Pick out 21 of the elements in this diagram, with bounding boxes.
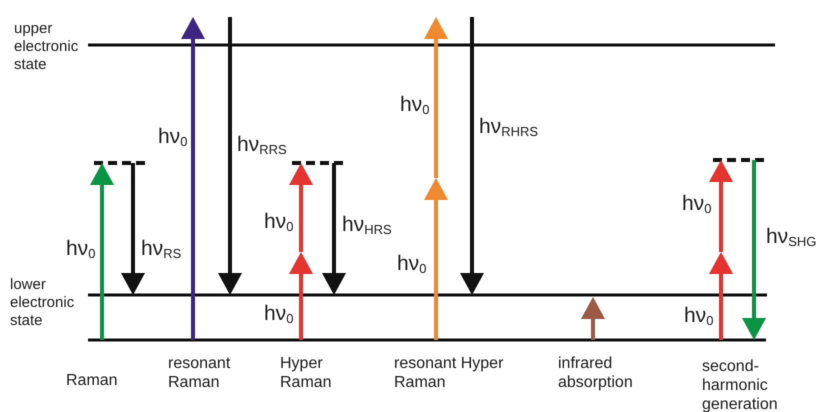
state-label: upper electronic state: [14, 20, 80, 74]
photon-energy-label: hν$_{0}$: [264, 211, 294, 232]
photon-energy-label: hν$_{SHG}$: [766, 226, 816, 247]
state-label: lower electronic state: [10, 276, 76, 330]
process-label: resonant Hyper Raman: [394, 354, 504, 392]
photon-energy-label: hν$_{0}$: [264, 303, 294, 324]
process-label: resonant Raman: [168, 354, 232, 392]
photon-energy-label: hν$_{0}$: [684, 305, 714, 326]
photon-energy-label: hν$_{0}$: [400, 94, 430, 115]
process-label: Hyper Raman: [280, 354, 333, 392]
process-label: second-harmonic generation: [702, 357, 779, 412]
process-label: infrared absorption: [558, 354, 634, 392]
photon-energy-label: hν$_{HRS}$: [342, 214, 392, 235]
photon-energy-label: hν$_{0}$: [66, 238, 96, 259]
photon-energy-label: hν$_{RS}$: [141, 238, 182, 259]
process-label: Raman: [66, 371, 119, 390]
photon-energy-label: hν$_{0}$: [397, 253, 426, 274]
photon-energy-label: hν$_{0}$: [158, 126, 188, 147]
photon-energy-label: hν$_{RRS}$: [237, 134, 287, 155]
photon-energy-label: hν$_{RHRS}$: [479, 116, 538, 137]
photon-energy-label: hν$_{0}$: [682, 193, 712, 214]
